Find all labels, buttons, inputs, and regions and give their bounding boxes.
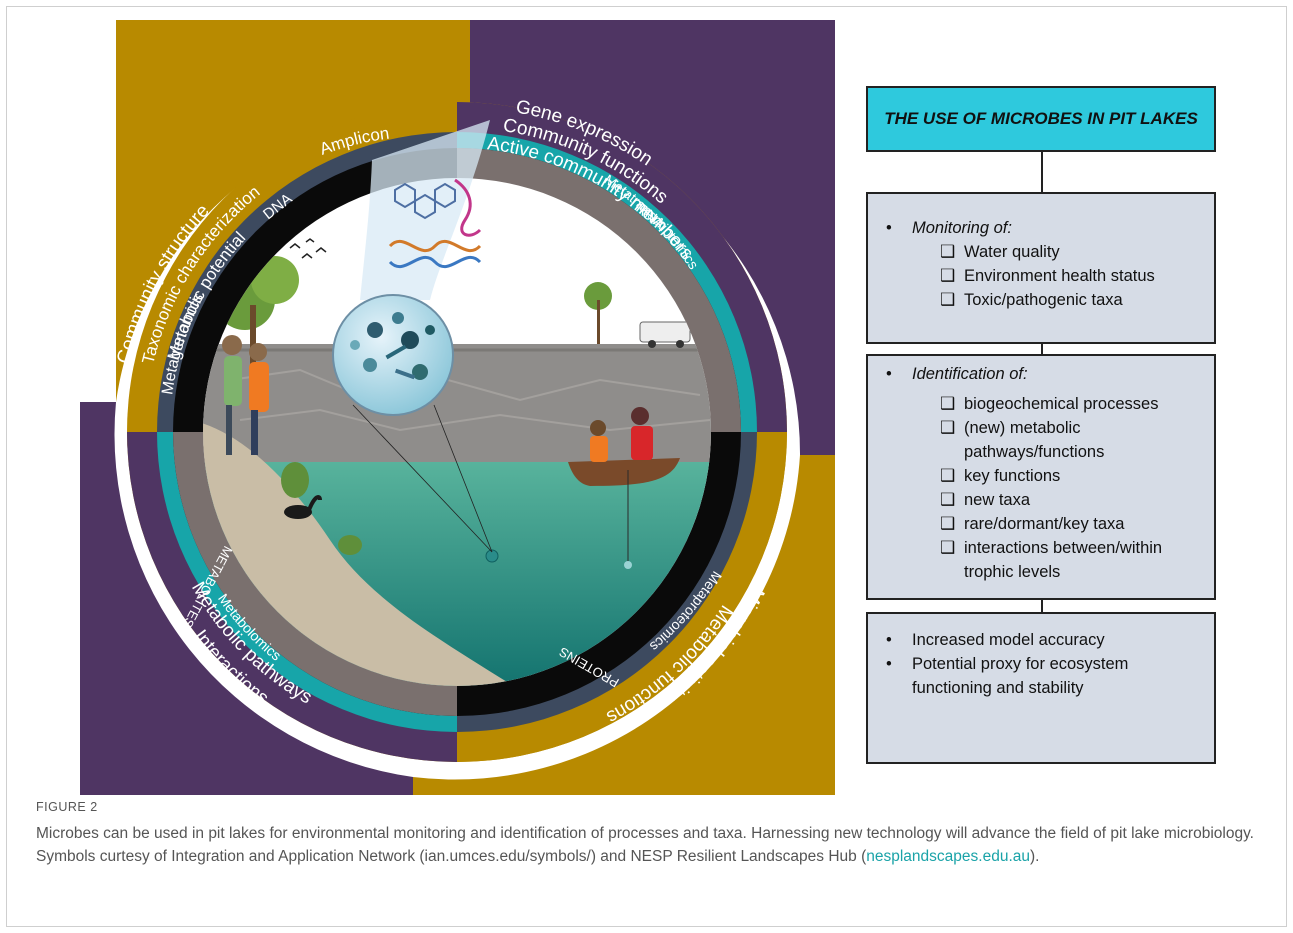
monitoring-item: ❑Water quality: [886, 240, 1200, 264]
figure-caption: FIGURE 2 Microbes can be used in pit lak…: [36, 800, 1266, 868]
magnifier-beam: [360, 120, 490, 300]
identification-item: ❑key functions: [886, 464, 1200, 488]
checkbox-icon: ❑: [940, 242, 956, 261]
panel-title: THE USE OF MICROBES IN PIT LAKES: [884, 109, 1198, 128]
checkbox-icon: ❑: [940, 466, 956, 485]
identification-heading: Identification of:: [912, 365, 1028, 383]
monitoring-heading: Monitoring of:: [912, 219, 1012, 237]
outer-ring-bottom-right: [413, 455, 835, 795]
figure-label: FIGURE 2: [36, 800, 98, 814]
connector-1: [1041, 152, 1043, 192]
checkbox-icon: ❑: [940, 418, 956, 437]
checkbox-icon: ❑: [940, 490, 956, 509]
bullet-icon: •: [886, 365, 892, 383]
caption-text: Microbes can be used in pit lakes for en…: [36, 825, 1254, 865]
monitoring-item: ❑Environment health status: [886, 264, 1200, 288]
identification-item: ❑rare/dormant/key taxa: [886, 512, 1200, 536]
identification-item: ❑biogeochemical processes: [886, 392, 1200, 416]
checkbox-icon: ❑: [940, 266, 956, 285]
figure-frame: [6, 6, 1287, 927]
checkbox-icon: ❑: [940, 394, 956, 413]
identification-item: ❑new taxa: [886, 488, 1200, 512]
outcomes-box: •Increased model accuracy •Potential pro…: [866, 612, 1216, 764]
pit-lake-diagram: Community structure Taxonomic characteri…: [80, 20, 835, 795]
monitoring-box: • Monitoring of: ❑Water quality ❑Environm…: [866, 192, 1216, 344]
checkbox-icon: ❑: [940, 290, 956, 309]
checkbox-icon: ❑: [940, 538, 956, 557]
outcome-item: •Potential proxy for ecosystem functioni…: [886, 652, 1200, 700]
identification-item: ❑(new) metabolic pathways/functions: [886, 416, 1200, 464]
identification-item: ❑interactions between/within trophic lev…: [886, 536, 1200, 584]
monitoring-item: ❑Toxic/pathogenic taxa: [886, 288, 1200, 312]
outer-ring-bottom-left: [80, 402, 413, 795]
caption-link[interactable]: nesplandscapes.edu.au: [866, 848, 1030, 865]
outcome-item: •Increased model accuracy: [886, 628, 1200, 652]
connector-2: [1041, 344, 1043, 354]
bullet-icon: •: [886, 655, 892, 673]
checkbox-icon: ❑: [940, 514, 956, 533]
outer-ring-top-right: [470, 20, 835, 455]
bullet-icon: •: [886, 631, 892, 649]
identification-box: • Identification of: ❑biogeochemical proc…: [866, 354, 1216, 600]
connector-3: [1041, 600, 1043, 612]
panel-title-box: THE USE OF MICROBES IN PIT LAKES: [866, 86, 1216, 152]
bullet-icon: •: [886, 219, 892, 237]
